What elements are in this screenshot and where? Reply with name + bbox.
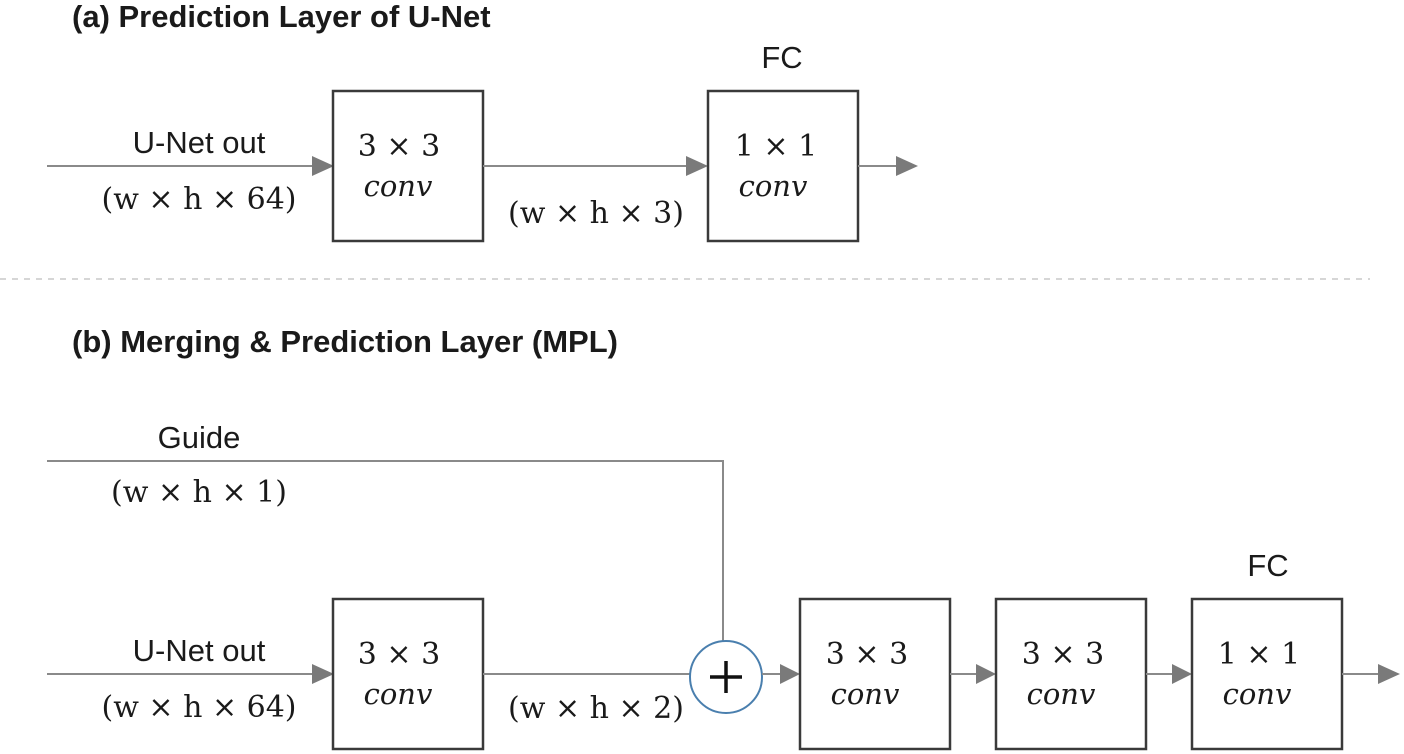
panel-b-fc-size: 1 × 1 xyxy=(1218,637,1300,672)
panel-a-input-label: U-Net out xyxy=(133,125,266,160)
panel-b-merge-arrowhead xyxy=(780,664,800,684)
panel-b-fc-label: FC xyxy=(1247,548,1288,583)
panel-b-guide-label: Guide xyxy=(158,420,241,455)
panel-b: (b) Merging & Prediction Layer (MPL) Gui… xyxy=(47,324,1400,751)
panel-a-fc-label: FC xyxy=(761,40,802,75)
panel-a-conv1-op: conv xyxy=(364,169,433,203)
panel-a-fc-size: 1 × 1 xyxy=(735,129,817,164)
panel-a-conv1-size: 3 × 3 xyxy=(358,129,440,164)
panel-b-conv1-op: conv xyxy=(364,677,433,711)
panel-b-title: (b) Merging & Prediction Layer (MPL) xyxy=(72,324,618,359)
panel-a-conv1-box xyxy=(331,89,485,243)
panel-b-input-label: U-Net out xyxy=(133,633,266,668)
panel-a-title: (a) Prediction Layer of U-Net xyxy=(72,0,491,34)
panel-a: (a) Prediction Layer of U-Net U-Net out … xyxy=(47,0,918,243)
panel-b-conv1-box xyxy=(331,597,485,751)
panel-b-conv2-arrowhead xyxy=(976,664,996,684)
panel-b-conv3-size: 3 × 3 xyxy=(1022,637,1104,672)
panel-a-mid-arrowhead xyxy=(686,156,708,176)
panel-b-guide-line xyxy=(47,460,724,649)
merge-add-icon xyxy=(689,640,763,714)
panel-b-guide-dims: (w × h × 1) xyxy=(111,475,287,510)
panel-a-input-arrowhead xyxy=(312,156,334,176)
panel-b-conv2-box xyxy=(798,597,952,751)
panel-a-output-arrowhead xyxy=(896,156,918,176)
panel-b-mid-dims: (w × h × 2) xyxy=(508,691,684,726)
panel-b-conv2-op: conv xyxy=(831,677,900,711)
panel-a-input-dims: (w × h × 64) xyxy=(102,182,297,217)
panel-b-fc-box xyxy=(1190,597,1344,751)
panel-a-fc-box xyxy=(706,89,860,243)
panel-b-conv3-arrowhead xyxy=(1172,664,1192,684)
panel-a-fc-op: conv xyxy=(739,169,808,203)
panel-a-mid-dims: (w × h × 3) xyxy=(508,196,684,231)
panel-b-fc-op: conv xyxy=(1223,677,1292,711)
panel-b-conv2-size: 3 × 3 xyxy=(826,637,908,672)
panel-b-output-arrowhead xyxy=(1378,664,1400,684)
panel-b-input-arrowhead xyxy=(312,664,334,684)
panel-b-conv3-op: conv xyxy=(1027,677,1096,711)
panel-b-conv3-box xyxy=(994,597,1148,751)
panel-b-conv1-size: 3 × 3 xyxy=(358,637,440,672)
panel-b-input-dims: (w × h × 64) xyxy=(102,690,297,725)
